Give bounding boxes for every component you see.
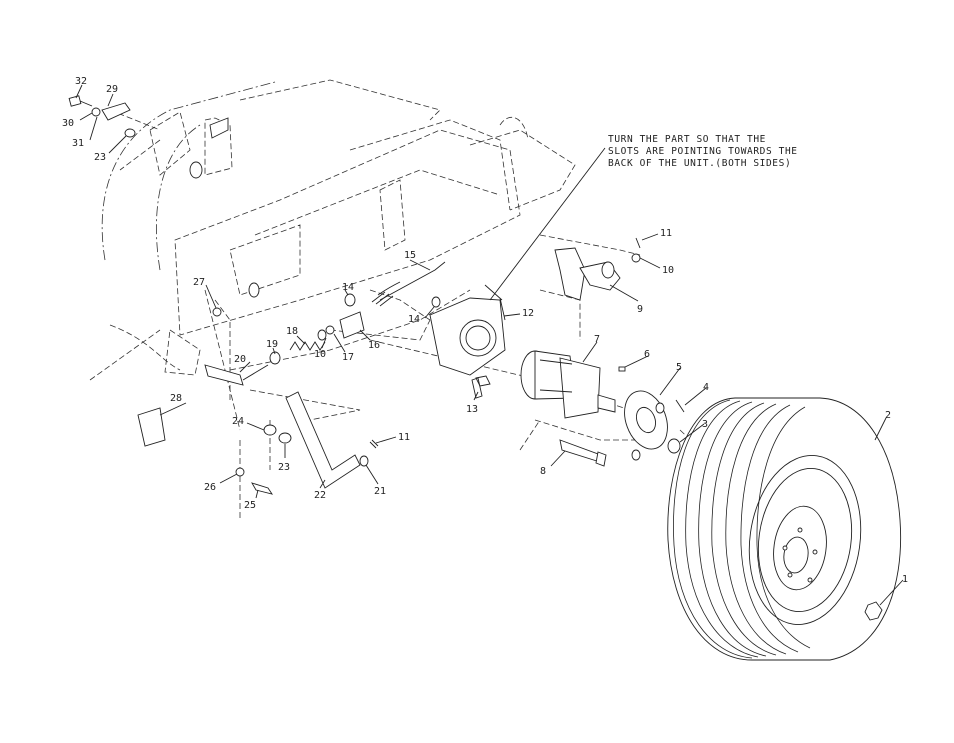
callout-5: 5: [676, 362, 682, 373]
callout-19: 19: [266, 339, 278, 350]
wheel-motor: [520, 350, 626, 467]
callout-9: 9: [637, 304, 643, 315]
tire: [667, 397, 902, 661]
callout-8: 8: [540, 466, 546, 477]
callout-7: 7: [594, 334, 600, 345]
callout-6: 6: [644, 349, 650, 360]
callout-25: 25: [244, 500, 256, 511]
callout-24: 24: [232, 416, 244, 427]
callout-15: 15: [404, 250, 416, 261]
callout-11-upper: 11: [660, 228, 672, 239]
callout-20: 20: [234, 354, 246, 365]
callout-10-right: 10: [662, 265, 674, 276]
callout-32: 32: [75, 76, 87, 87]
frame-outline: [89, 79, 881, 621]
callout-30: 30: [62, 118, 74, 129]
note-line-1: TURN THE PART SO THAT THE: [608, 134, 766, 145]
callout-29: 29: [106, 84, 118, 95]
wheel-hub: [624, 390, 685, 461]
callout-22: 22: [314, 490, 326, 501]
callout-26: 26: [204, 482, 216, 493]
hardware-upper-left: [68, 95, 260, 298]
callout-14-left: 14: [342, 282, 354, 293]
callout-23-lower: 23: [278, 462, 290, 473]
control-arm: [554, 237, 641, 301]
callout-13: 13: [466, 404, 478, 415]
motor-bracket: [429, 284, 506, 399]
callout-2: 2: [885, 410, 891, 421]
callout-17: 17: [342, 352, 354, 363]
note-leader: [489, 147, 606, 301]
pedal-linkage: [137, 261, 446, 495]
callout-10-left: 10: [314, 349, 326, 360]
callout-11-lower: 11: [398, 432, 410, 443]
callout-1: 1: [902, 574, 908, 585]
callout-28: 28: [170, 393, 182, 404]
callout-18: 18: [286, 326, 298, 337]
callout-21: 21: [374, 486, 386, 497]
callout-12: 12: [522, 308, 534, 319]
callout-23-upper: 23: [94, 152, 106, 163]
callout-31: 31: [72, 138, 84, 149]
callout-16: 16: [368, 340, 380, 351]
callout-numbers: 32 29 30 31 23 27 15 14 14 12 18 10 17 1…: [62, 76, 908, 585]
note-line-3: BACK OF THE UNIT.(BOTH SIDES): [608, 158, 791, 169]
leader-lines: [75, 84, 904, 606]
callout-14-right: 14: [408, 314, 420, 325]
callout-3: 3: [702, 419, 708, 430]
note-line-2: SLOTS ARE POINTING TOWARDS THE: [608, 146, 798, 157]
callout-27: 27: [193, 277, 205, 288]
assembly-note: TURN THE PART SO THAT THE SLOTS ARE POIN…: [489, 134, 798, 301]
callout-4: 4: [703, 382, 709, 393]
